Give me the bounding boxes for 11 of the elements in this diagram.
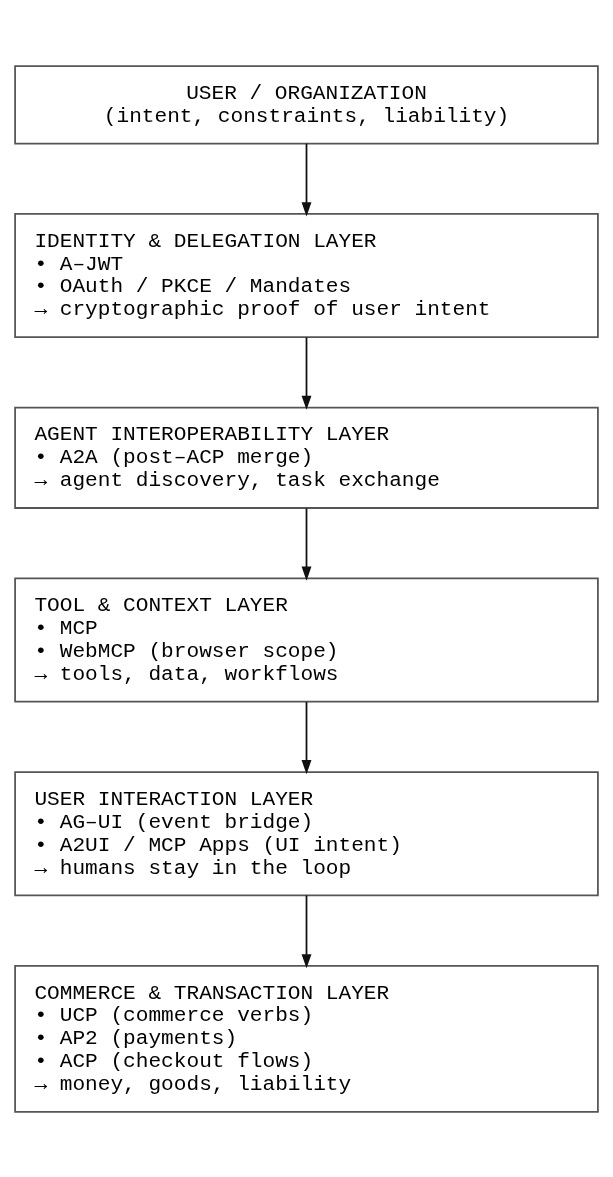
node-box: COMMERCE & TRANSACTION LAYER • UCP (commerce verbs) • AP2 (payments) • ACP (checkout flows) → money, goods, liability (14, 964, 599, 1113)
arrow (301, 335, 312, 410)
node-box: USER INTERACTION LAYER • AG–UI (event bridge) • A2UI / MCP Apps (UI intent) → humans stay in the loop (14, 770, 599, 896)
node-box: USER / ORGANIZATION (intent, constraints, liability) (14, 64, 599, 144)
arrow (301, 507, 312, 581)
node-box: TOOL & CONTEXT LAYER • MCP • WebMCP (browser scope) → tools, data, workflows (14, 577, 599, 703)
node-box: IDENTITY & DELEGATION LAYER • A–JWT • OAuth / PKCE / Mandates → cryptographic proof of user intent (14, 212, 599, 338)
node-box: AGENT INTEROPERABILITY LAYER • A2A (post–ACP merge) → agent discovery, task exchange (14, 406, 599, 509)
arrow (301, 142, 312, 216)
arrow (301, 894, 312, 968)
arrow (301, 700, 312, 774)
